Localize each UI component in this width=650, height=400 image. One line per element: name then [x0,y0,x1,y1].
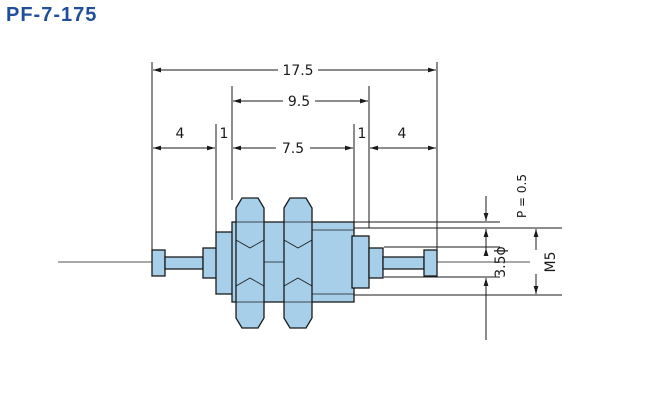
left-pin-head [151,249,166,277]
dim-left-gap: 1 [220,126,229,142]
dim-thread: M5 [543,252,559,273]
hex-nut-left [235,197,265,329]
left-pin-shaft [164,256,204,270]
dim-diameter: 3.5ϕ [493,246,509,278]
left-flange [215,231,234,295]
right-flange [351,235,370,289]
left-collar [202,247,218,279]
dim-right-end: 4 [398,126,407,142]
dim-overall-length: 17.5 [282,63,313,79]
right-pin-shaft [382,256,425,270]
dim-inner-length: 7.5 [282,141,304,157]
right-collar [368,247,384,279]
dim-right-gap: 1 [358,126,367,142]
page-title: PF-7-175 [6,4,98,26]
hex-nut-right [283,197,313,329]
dim-middle-length: 9.5 [288,94,310,110]
right-pin-head [423,249,438,277]
dim-left-end: 4 [176,126,185,142]
dim-pitch: P = 0.5 [515,174,529,218]
